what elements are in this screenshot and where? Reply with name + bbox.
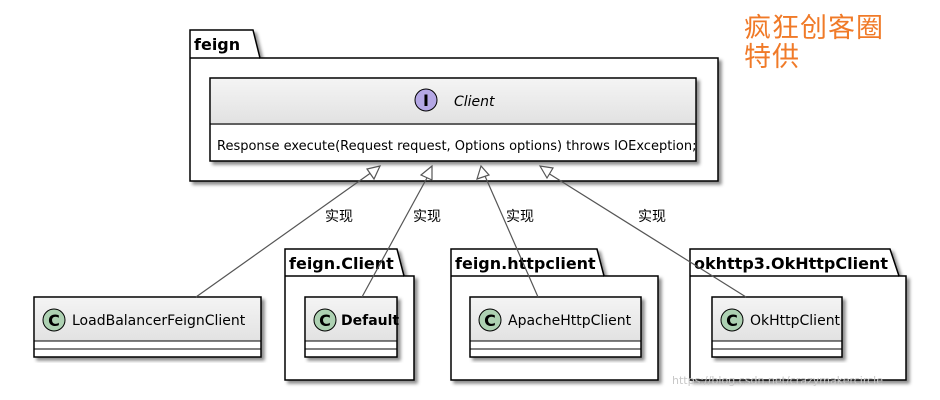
svg-text:I: I: [423, 91, 429, 110]
class-stereotype-icon: [313, 308, 337, 332]
realization-edge-apache: 实现: [476, 164, 539, 298]
realization-edge-okhttp: 实现: [538, 165, 747, 298]
package-okhttp3-title: okhttp3.OkHttpClient: [694, 254, 888, 273]
class-name: ApacheHttpClient: [508, 313, 632, 329]
class-apache-http-client[interactable]: C ApacheHttpClient: [469, 296, 642, 358]
package-feign-title: feign: [194, 35, 240, 54]
watermark-line-1: 疯狂创客圈: [744, 13, 884, 44]
edge-label: 实现: [506, 209, 534, 225]
class-name: LoadBalancerFeignClient: [72, 313, 246, 329]
edge-label: 实现: [638, 209, 666, 225]
class-name: OkHttpClient: [750, 313, 841, 329]
edge-label: 实现: [325, 209, 353, 225]
realization-edge-default: 实现: [361, 164, 441, 298]
class-name: Default: [341, 313, 399, 329]
class-default[interactable]: C Default: [304, 296, 399, 358]
realization-edge-load-balancer: 实现: [195, 165, 382, 298]
svg-text:C: C: [484, 311, 496, 330]
class-ok-http-client[interactable]: C OkHttpClient: [711, 296, 843, 358]
package-feign-httpclient-title: feign.httpclient: [455, 254, 596, 273]
watermark-text: 疯狂创客圈 特供: [744, 14, 884, 72]
edge-label: 实现: [413, 209, 441, 225]
watermark-line-2: 特供: [744, 42, 800, 73]
svg-text:C: C: [48, 311, 60, 330]
interface-stereotype-icon: [414, 88, 438, 112]
class-stereotype-icon: [720, 308, 744, 332]
svg-text:C: C: [319, 311, 331, 330]
interface-method: Response execute(Request request, Option…: [217, 139, 697, 154]
class-load-balancer-feign-client[interactable]: C LoadBalancerFeignClient: [33, 296, 262, 358]
class-stereotype-icon: [42, 308, 66, 332]
package-feign: feign I Client Response execute(Request …: [189, 29, 719, 182]
interface-name: Client: [454, 94, 495, 110]
svg-text:C: C: [726, 311, 738, 330]
class-stereotype-icon: [478, 308, 502, 332]
interface-client[interactable]: I Client Response execute(Request reques…: [209, 77, 697, 162]
source-url-watermark: https://blog.csdn.net/crazymakercircle: [672, 374, 883, 387]
package-feign-client-title: feign.Client: [289, 254, 394, 273]
